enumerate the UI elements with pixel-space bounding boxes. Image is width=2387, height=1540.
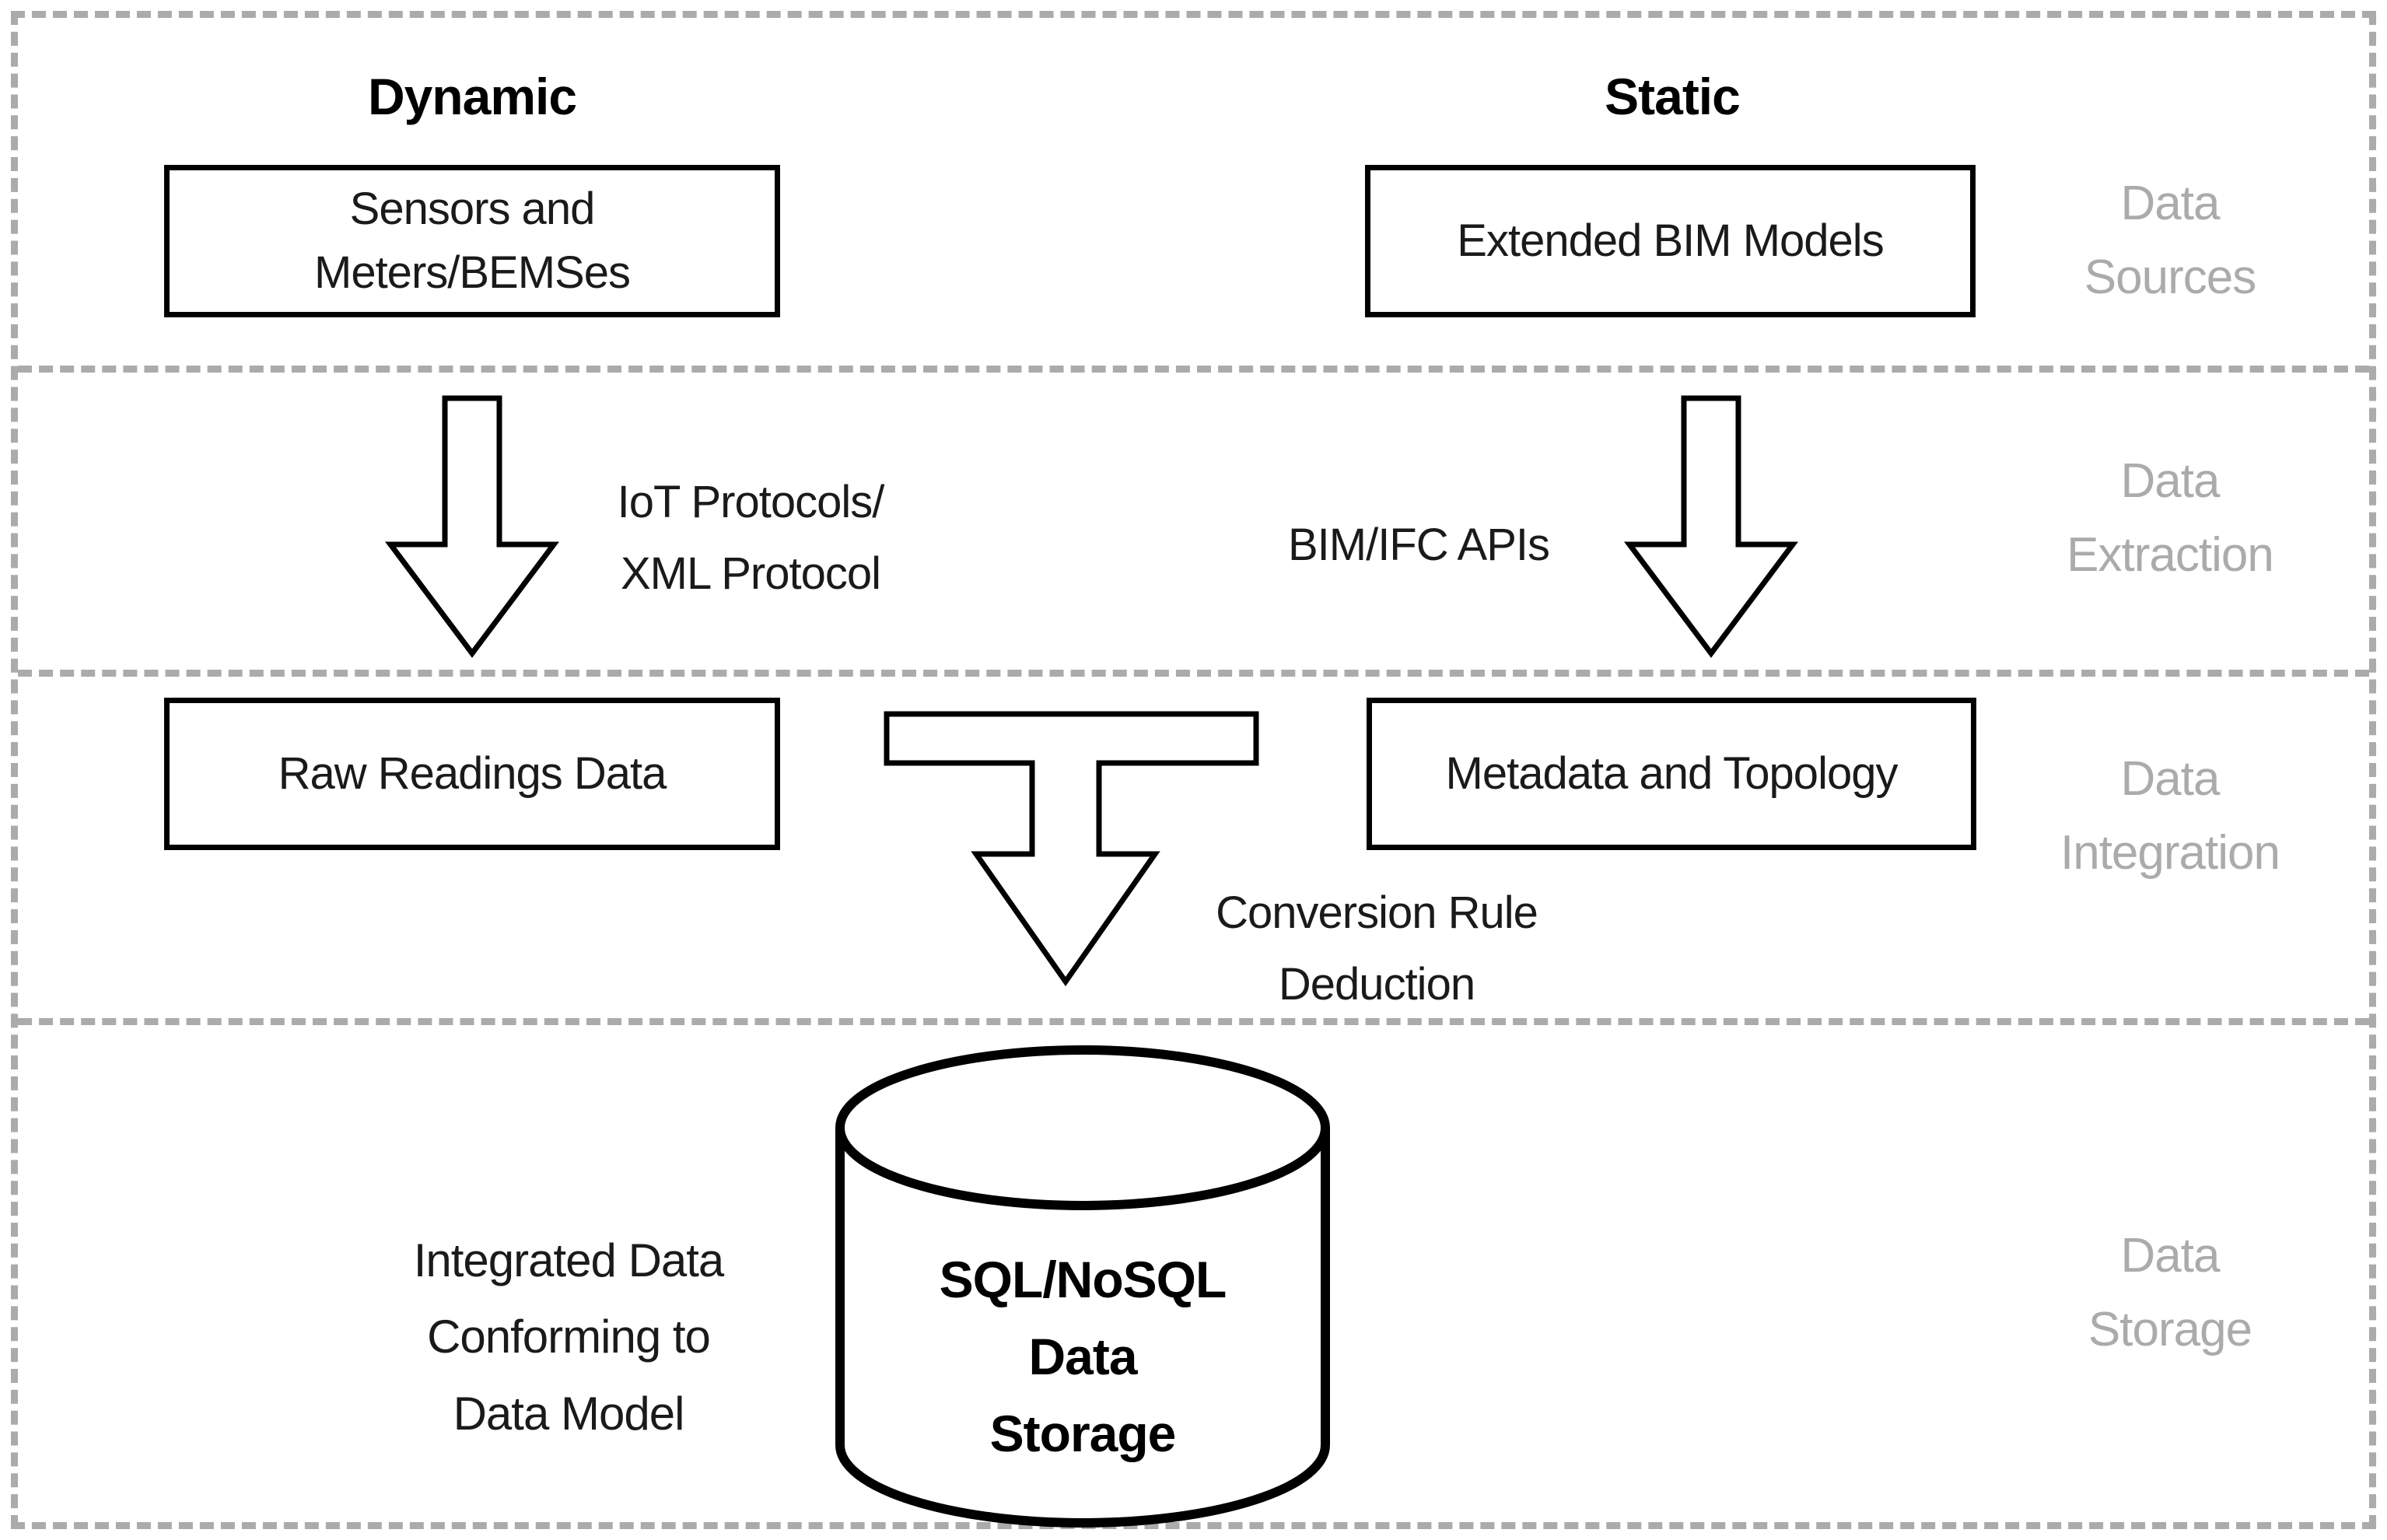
database-cylinder-body (835, 1128, 1330, 1528)
band-label-line: Data (2120, 752, 2221, 806)
band-label-line: Data (2120, 1229, 2221, 1283)
node-extended-bim-models: Extended BIM Models (1365, 165, 1976, 317)
edge-label-line: XML Protocol (621, 548, 881, 599)
edge-label-conversion-rule-deduction: Conversion Rule Deduction (1136, 877, 1618, 1020)
column-title-dynamic: Dynamic (367, 68, 577, 125)
cylinder-label-line: Storage (989, 1405, 1177, 1462)
annotation-line: Data Model (453, 1387, 685, 1440)
diagram-dashed-border (11, 11, 2376, 1529)
node-label-line: Extended BIM Models (1457, 215, 1884, 266)
annotation-integrated-data: Integrated Data Conforming to Data Model (335, 1223, 802, 1452)
database-cylinder-top (835, 1045, 1330, 1210)
band-divider-integration-storage (18, 1018, 2369, 1025)
t-down-arrow-icon (884, 711, 1259, 987)
cylinder-label-line: SQL/NoSQL (939, 1251, 1227, 1308)
annotation-line: Integrated Data (413, 1234, 725, 1286)
cylinder-label-line: Data (1028, 1328, 1137, 1385)
edge-label-line: Deduction (1278, 958, 1475, 1010)
band-divider-sources-extraction (18, 366, 2369, 373)
edge-label-line: Conversion Rule (1216, 887, 1538, 938)
edge-label-bim-ifc-apis: BIM/IFC APIs (1287, 520, 1550, 570)
node-label-line: Meters/BEMSes (314, 247, 631, 298)
band-label-line: Data (2120, 454, 2221, 508)
band-label-line: Extraction (2067, 528, 2274, 583)
band-label-data-extraction: Data Extraction (1976, 444, 2364, 593)
node-metadata-and-topology: Metadata and Topology (1367, 698, 1976, 850)
node-sql-nosql-data-storage: SQL/NoSQL Data Storage (888, 1241, 1277, 1472)
node-label-line: Metadata and Topology (1445, 747, 1899, 799)
annotation-line: Conforming to (427, 1311, 711, 1363)
database-cylinder-icon (835, 1045, 1330, 1528)
down-arrow-icon (385, 395, 559, 658)
column-title-static: Static (1605, 68, 1741, 125)
node-label-line: Raw Readings Data (278, 747, 667, 799)
band-label-data-integration: Data Integration (1976, 742, 2364, 891)
node-label-line: Sensors and (349, 183, 596, 234)
band-label-line: Integration (2060, 826, 2280, 880)
node-raw-readings-data: Raw Readings Data (164, 698, 780, 850)
band-label-data-storage: Data Storage (1976, 1219, 2364, 1367)
band-label-line: Sources (2084, 250, 2256, 305)
band-label-line: Data (2120, 177, 2221, 230)
band-label-data-sources: Data Sources (1976, 166, 2364, 315)
edge-label-iot-protocols: IoT Protocols/ XML Protocol (517, 467, 984, 609)
edge-label-line: IoT Protocols/ (617, 477, 885, 527)
node-sensors-meters-bemses: Sensors and Meters/BEMSes (164, 165, 780, 317)
down-arrow-icon (1624, 395, 1798, 658)
band-label-line: Storage (2088, 1303, 2252, 1357)
band-divider-extraction-integration (18, 670, 2369, 677)
